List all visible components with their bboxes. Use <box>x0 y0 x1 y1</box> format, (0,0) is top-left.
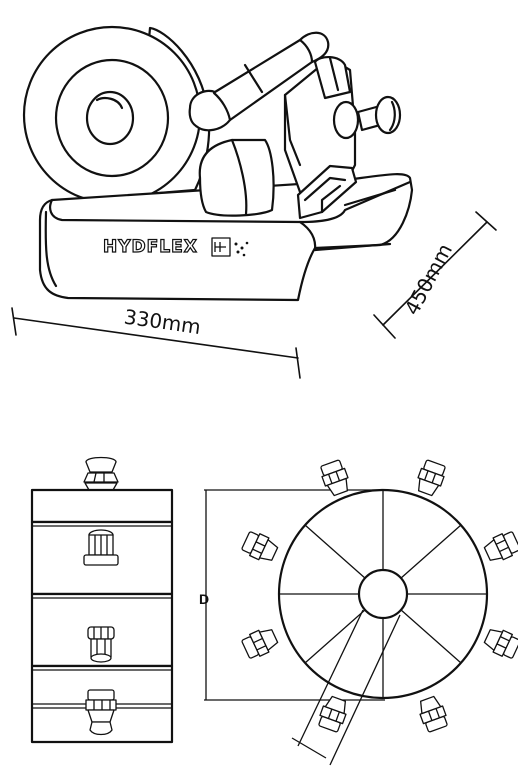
die-block <box>198 138 275 217</box>
diameter-label: D <box>199 591 209 607</box>
fitting-middle-upper <box>83 529 119 566</box>
fitting-radial-4 <box>483 531 518 561</box>
die-top-view: D <box>199 459 518 766</box>
crimping-machine: HYDFLEX <box>22 25 414 302</box>
fitting-radial-8 <box>419 695 448 733</box>
diameter-dimension: D <box>199 489 385 701</box>
die-block-1 <box>30 488 174 524</box>
radial-fittings <box>241 459 518 733</box>
fitting-radial-1 <box>320 459 349 497</box>
fitting-bottom <box>85 689 117 736</box>
guide-strip <box>291 609 401 766</box>
bracket <box>296 164 358 220</box>
fitting-radial-7 <box>318 695 347 733</box>
drum <box>22 25 211 205</box>
die-hub <box>357 568 409 620</box>
brand-text: HYDFLEX <box>103 237 198 257</box>
fitting-radial-6 <box>483 629 518 659</box>
depth-label: 450mm <box>400 240 457 319</box>
width-label: 330mm <box>123 304 203 339</box>
fitting-middle-lower <box>87 626 115 663</box>
width-dimension: 330mm <box>11 304 301 379</box>
brand-logo: HYDFLEX <box>102 236 249 258</box>
handle <box>188 31 330 132</box>
fitting-radial-3 <box>241 531 279 561</box>
fitting-radial-2 <box>417 459 446 497</box>
fitting-radial-5 <box>241 629 279 659</box>
die-side-view <box>30 456 174 744</box>
crimp-head <box>283 56 402 194</box>
